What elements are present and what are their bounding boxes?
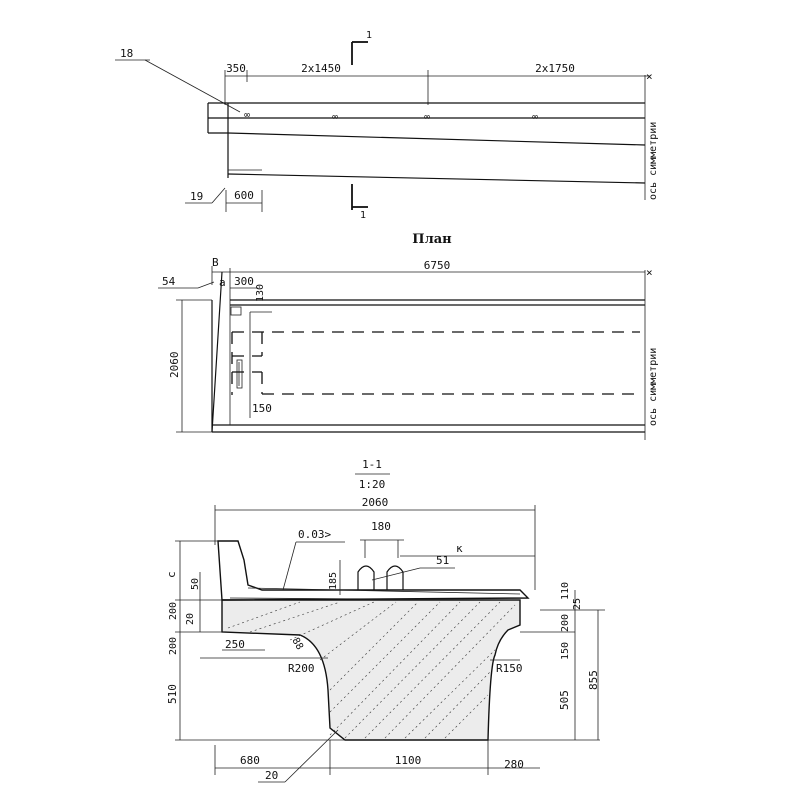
section-mark-top-label: 1	[366, 30, 372, 41]
ref-18-label: 18	[120, 47, 133, 60]
section-dim-20-a: 20	[185, 613, 196, 625]
section-radius-r200: R200	[288, 662, 315, 675]
section-dim-200-b: 200	[168, 637, 179, 655]
symmetry-axis-label-plan: ось симметрии	[648, 348, 659, 426]
top-elevation-view: 18 1 350 2x1450 2x1750 × ∞ ∞ ∞ ∞ ось сим…	[115, 30, 659, 221]
section-dim-25: 25	[572, 598, 583, 610]
plan-dim-300: 300	[234, 275, 254, 288]
lifting-loop-icon: ∞	[332, 112, 338, 123]
section-dim-505: 505	[558, 690, 571, 710]
section-dim-20-b: 20	[265, 769, 278, 782]
section-dim-200-a: 200	[168, 602, 179, 620]
plan-dim-2060: 2060	[168, 352, 181, 379]
section-dim-2060: 2060	[362, 496, 389, 509]
section-dim-150: 150	[560, 642, 571, 660]
plan-label-b: B	[212, 256, 219, 269]
section-title: 1-1	[362, 458, 382, 471]
lifting-loop-icon: ∞	[532, 112, 538, 123]
lifting-loop-icon: ∞	[244, 110, 250, 121]
section-dim-280: 280	[504, 758, 524, 771]
dim-2x1450: 2x1450	[301, 62, 341, 75]
dim-2x1750: 2x1750	[535, 62, 575, 75]
section-dim-250: 250	[225, 638, 245, 651]
plan-view: План B 6750 × a 300 130 54 2060	[158, 232, 659, 440]
section-dim-110: 110	[560, 582, 571, 600]
section-slope: 0.03>	[298, 528, 331, 541]
section-dim-200-c: 200	[560, 614, 571, 632]
lifting-loop-icon: ∞	[424, 112, 430, 123]
plan-title: План	[412, 232, 452, 247]
section-dim-180: 180	[371, 520, 391, 533]
dim-350: 350	[226, 62, 246, 75]
section-mark-bottom-label: 1	[360, 210, 366, 221]
section-radius-r150: R150	[496, 662, 523, 675]
svg-text:×: ×	[646, 70, 653, 83]
curb-outline	[217, 540, 530, 601]
section-dim-185: 185	[328, 572, 339, 590]
symmetry-axis-label-top: ось симметрии	[648, 122, 659, 200]
section-dim-1100: 1100	[395, 754, 422, 767]
section-scale: 1:20	[359, 478, 386, 491]
ref-19-label: 19	[190, 190, 203, 203]
section-dim-51: 51	[436, 554, 449, 567]
concrete-section-fill	[221, 599, 521, 741]
plan-dim-6750: 6750	[424, 259, 451, 272]
dim-600: 600	[234, 189, 254, 202]
plan-dim-54: 54	[162, 275, 176, 288]
section-dim-855: 855	[587, 670, 600, 690]
section-label-k: к	[456, 542, 463, 555]
svg-text:×: ×	[646, 266, 653, 279]
cross-section-view: 1-1 1:20 2060	[165, 458, 605, 783]
section-dim-680: 680	[240, 754, 260, 767]
section-dim-50: 50	[190, 578, 201, 590]
plan-dim-150: 150	[252, 402, 272, 415]
section-label-c: с	[165, 571, 178, 578]
hatching	[227, 601, 516, 739]
plan-dim-130: 130	[255, 284, 266, 302]
plan-label-a: a	[219, 276, 226, 289]
section-dim-88: 88	[289, 636, 305, 652]
section-dim-510: 510	[166, 684, 179, 704]
